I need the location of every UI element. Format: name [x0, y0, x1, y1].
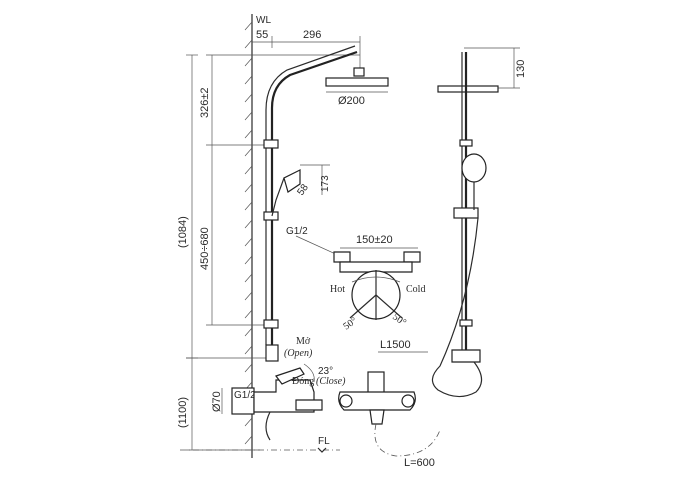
slide-holder-front — [453, 207, 479, 219]
dim-173-label: 173 — [320, 175, 331, 192]
bracket-front-top — [459, 139, 473, 147]
front-elevation-view: 130 — [431, 47, 527, 398]
hot-lever-line — [349, 294, 377, 319]
overhead-head-front — [437, 85, 499, 93]
angle-right-label: 50° — [390, 311, 408, 328]
dim-450-680-label: 450÷680 — [199, 227, 211, 270]
hose-l600 — [374, 423, 441, 457]
diverter-knob — [265, 344, 279, 362]
dim-296-label: 296 — [303, 29, 321, 41]
dim-150-label: 150±20 — [356, 234, 393, 246]
cold-label: Cold — [406, 284, 425, 295]
hose-outlet-curve — [265, 411, 271, 441]
spout-front — [369, 409, 385, 425]
wall-nut-left — [339, 394, 353, 408]
slide-holder — [263, 211, 279, 221]
mixer-front-view: L1500 L=600 — [338, 339, 441, 469]
overhead-shower-head — [325, 77, 389, 87]
hot-label: Hot — [330, 284, 345, 295]
close-label-en: (Close) — [316, 376, 346, 387]
hose-l600-label: L=600 — [404, 457, 435, 469]
open-label-en: (Open) — [284, 348, 313, 359]
angle-left-label: 50° — [341, 315, 359, 332]
floor-marker — [317, 447, 327, 453]
hand-shower-handle — [271, 177, 285, 217]
dim-1100-label: (1100) — [177, 397, 189, 428]
dim-1084-label: (1084) — [177, 216, 189, 248]
bracket-front-bottom — [459, 319, 473, 327]
lever-arc — [303, 363, 315, 383]
side-elevation-view: WL 55 296 (1084) 326±2 450÷680 (1100) — [177, 14, 389, 458]
riser-pipe — [270, 50, 358, 345]
hand-shower-head — [283, 169, 301, 193]
dim-130-label: 130 — [515, 60, 527, 78]
dim-70-label: Ø70 — [211, 391, 223, 412]
thread-leader — [295, 235, 341, 257]
head-diameter-label: Ø200 — [338, 95, 365, 107]
eccentric-right — [403, 251, 421, 263]
thread-top-label: G1/2 — [286, 226, 308, 237]
wall-line-label: WL — [256, 15, 271, 26]
head-connector — [353, 67, 365, 77]
temp-arc — [351, 276, 401, 283]
wall-hatching — [244, 21, 253, 445]
mixer-body-front — [338, 391, 416, 411]
valve-detail-view: G1/2 150±20 Hot Cold 50° 50° — [286, 226, 425, 332]
eccentric-left — [333, 251, 351, 263]
angle-23-label: 23° — [318, 366, 333, 377]
hose-front — [431, 217, 483, 398]
wall-nut-right — [401, 394, 415, 408]
mixer-lever-side — [275, 367, 305, 385]
wall-bracket-top — [263, 139, 279, 149]
wall-bracket-bottom — [263, 319, 279, 329]
floor-line-label: FL — [318, 436, 330, 447]
hand-shower-front — [461, 153, 487, 183]
diverter-front — [451, 349, 481, 363]
cold-lever-line — [375, 294, 403, 319]
riser-pipe-outline — [265, 45, 356, 345]
open-label-vi: Mở — [296, 336, 311, 347]
close-label-vi: Đóng — [292, 376, 314, 387]
dim-55-label: 55 — [256, 29, 268, 41]
mixer-lever-front — [367, 371, 385, 395]
thread-side-label: G1/2 — [234, 390, 256, 401]
tub-spout — [295, 399, 323, 411]
hose-l1500-label: L1500 — [380, 339, 411, 351]
valve-body-top — [339, 261, 413, 273]
dim-326-label: 326±2 — [199, 87, 211, 118]
